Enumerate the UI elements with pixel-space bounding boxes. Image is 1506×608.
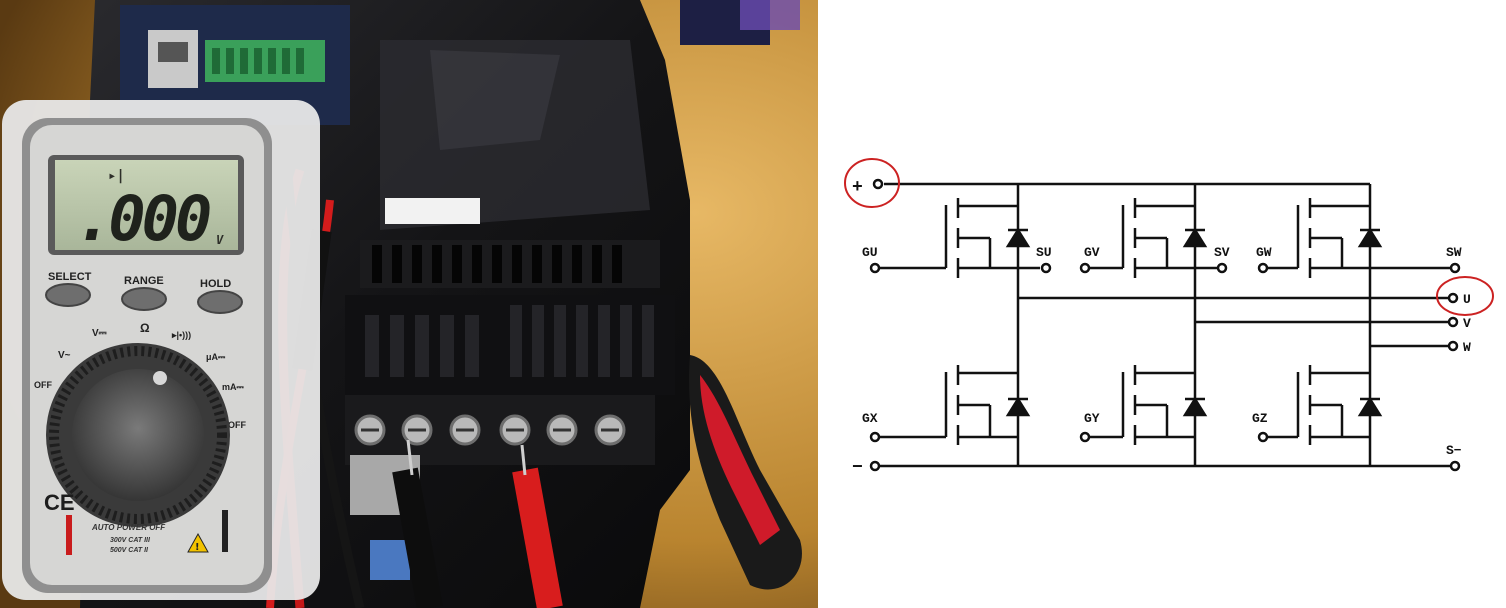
dial-label-ohm: Ω xyxy=(140,321,150,335)
photo-scene: ▸| .000 V SELECT RANGE HOLD V⎓ Ω ▸|•))) … xyxy=(0,0,818,608)
svg-text:!: ! xyxy=(195,542,200,553)
schematic-drawing: + − GU GV GW GX GY GZ SU SV SW U V W S− xyxy=(844,158,1494,478)
igbt-lower-z xyxy=(1266,365,1383,445)
multimeter-photo: ▸| .000 V SELECT RANGE HOLD V⎓ Ω ▸|•))) … xyxy=(0,0,818,608)
dial-label-off-left: OFF xyxy=(34,380,52,390)
lcd-unit: V xyxy=(216,233,224,247)
igbt-lower-x xyxy=(878,365,1031,445)
inverter-schematic: + − GU GV GW GX GY GZ SU SV SW U V W S− xyxy=(818,0,1506,608)
output-label-v: V xyxy=(1463,316,1471,331)
footer-line-1: AUTO POWER OFF xyxy=(91,523,166,532)
hold-button-label: HOLD xyxy=(200,278,231,290)
gate-label-gx: GX xyxy=(862,411,878,426)
hold-button[interactable] xyxy=(197,290,243,314)
ce-mark: CE xyxy=(44,490,75,515)
dial-label-vdc: V⎓ xyxy=(92,328,107,339)
igbt-upper-w xyxy=(1266,198,1454,278)
dial-label-ma: mA⎓ xyxy=(222,382,245,392)
igbt-upper-u xyxy=(878,198,1040,278)
dial-label-continuity: ▸|•))) xyxy=(171,330,191,340)
dial-label-off-right: OFF xyxy=(228,420,246,430)
lcd-reading: .000 xyxy=(75,182,210,255)
select-button[interactable] xyxy=(45,283,91,307)
sense-label-sw: SW xyxy=(1446,245,1462,260)
gate-label-gv: GV xyxy=(1084,245,1100,260)
igbt-lower-y xyxy=(1088,365,1208,445)
probe-jack-icon xyxy=(66,515,72,555)
sense-label-sv: SV xyxy=(1214,245,1230,260)
bottom-right-label: S− xyxy=(1446,443,1462,458)
gate-label-gw: GW xyxy=(1256,245,1272,260)
footer-line-3: 500V CAT II xyxy=(110,547,149,554)
gate-label-gz: GZ xyxy=(1252,411,1268,426)
range-button-label: RANGE xyxy=(124,275,164,287)
footer-line-2: 300V CAT III xyxy=(110,537,151,544)
minus-terminal-label: − xyxy=(852,458,863,478)
warning-icon xyxy=(187,532,209,553)
dial-label-ua: μA⎓ xyxy=(206,352,226,362)
select-button-label: SELECT xyxy=(48,271,92,283)
terminals xyxy=(869,178,1461,472)
diode-mode-indicator: ▸| xyxy=(108,168,125,184)
igbt-upper-v xyxy=(1088,198,1218,278)
multimeter: ▸| .000 V SELECT RANGE HOLD V⎓ Ω ▸|•))) … xyxy=(2,100,320,600)
range-button[interactable] xyxy=(121,287,167,311)
dial-label-vac: V~ xyxy=(58,350,71,361)
highlight-plus-terminal xyxy=(844,158,900,208)
schematic-wiring xyxy=(880,182,1454,468)
output-label-u: U xyxy=(1463,292,1471,307)
gate-label-gu: GU xyxy=(862,245,878,260)
sense-label-su: SU xyxy=(1036,245,1052,260)
dial-pointer-icon xyxy=(153,371,167,385)
gate-label-gy: GY xyxy=(1084,411,1100,426)
lcd-screen xyxy=(55,160,238,250)
output-label-w: W xyxy=(1463,340,1471,355)
igbt-cells xyxy=(878,198,1454,445)
com-jack-icon xyxy=(222,510,228,552)
highlight-u-terminal xyxy=(1436,276,1494,316)
plus-terminal-label: + xyxy=(852,178,863,198)
